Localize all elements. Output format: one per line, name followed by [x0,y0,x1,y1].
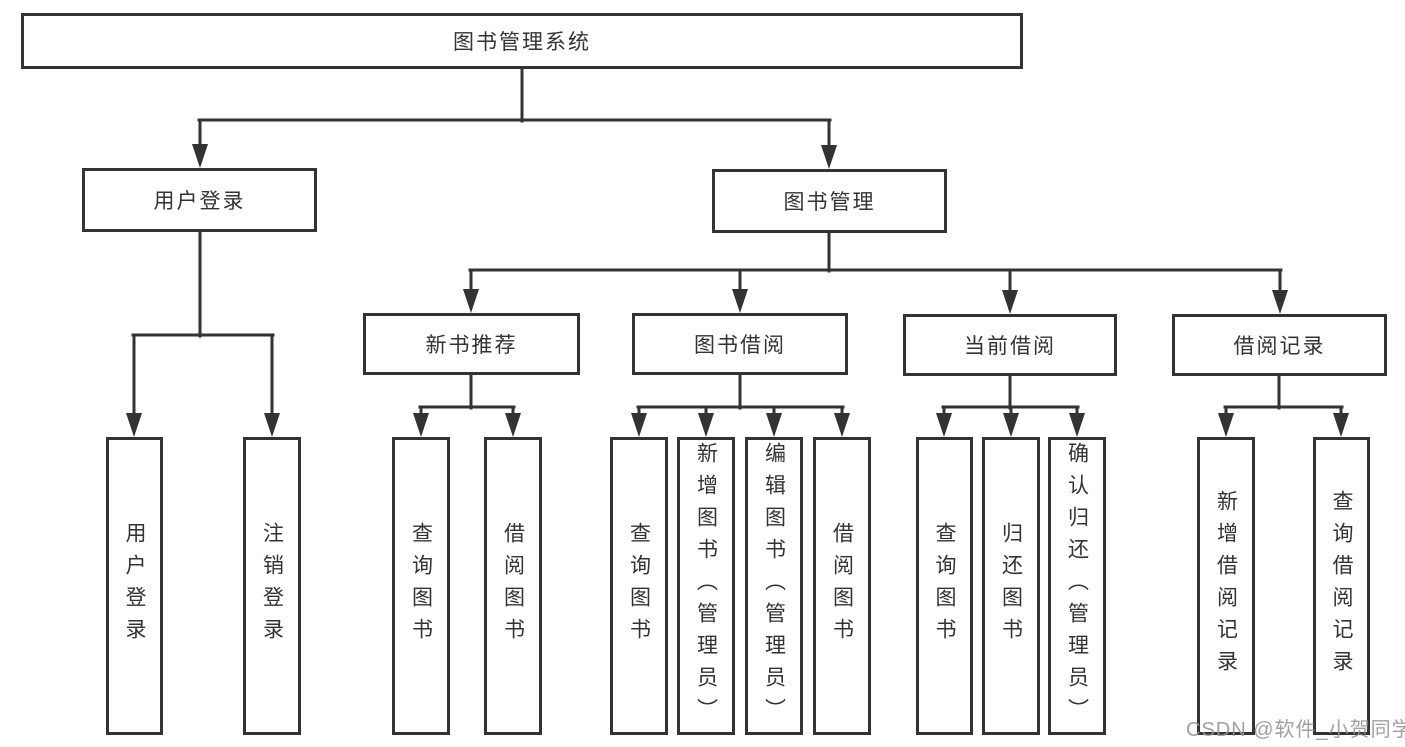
leaf-query-books-borrowing: 查询图书 [610,437,668,735]
node-book-borrowing: 图书借阅 [632,313,848,375]
node-book-borrowing-label: 图书借阅 [694,334,786,357]
arrowheads [126,144,1349,437]
node-borrowing-records-label: 借阅记录 [1233,335,1326,358]
node-current-borrowing: 当前借阅 [903,314,1117,376]
leaf-return-books: 归还图书 [982,437,1040,735]
node-new-book-recommendation-label: 新书推荐 [425,334,518,357]
leaf-edit-books-admin-label: 编辑图书（管理员） [762,442,786,730]
leaf-query-books-recommend: 查询图书 [392,437,450,735]
node-borrowing-records: 借阅记录 [1172,314,1387,376]
leaf-add-books-admin: 新增图书（管理员） [677,437,735,735]
node-user-login-label: 用户登录 [153,190,246,213]
node-book-management: 图书管理 [712,169,947,233]
leaf-query-borrow-record: 查询借阅记录 [1313,437,1370,735]
leaf-confirm-return-admin-label: 确认归还（管理员） [1065,442,1089,730]
leaf-borrow-books-borrowing: 借阅图书 [813,437,871,735]
leaf-logout: 注销登录 [243,437,301,735]
leaf-query-books-current: 查询图书 [916,437,973,735]
node-root-label: 图书管理系统 [453,31,591,54]
leaf-add-borrow-record: 新增借阅记录 [1197,437,1255,735]
leaf-query-books-recommend-label: 查询图书 [409,522,433,650]
leaf-query-books-current-label: 查询图书 [933,522,956,650]
node-root: 图书管理系统 [21,13,1023,69]
leaf-borrow-books-recommend: 借阅图书 [484,437,542,735]
leaf-confirm-return-admin: 确认归还（管理员） [1048,437,1106,735]
leaf-logout-label: 注销登录 [260,522,284,650]
leaf-query-borrow-record-label: 查询借阅记录 [1330,490,1353,682]
node-book-management-label: 图书管理 [783,191,876,214]
leaf-add-borrow-record-label: 新增借阅记录 [1214,490,1238,682]
leaf-add-books-admin-label: 新增图书（管理员） [694,442,718,730]
node-new-book-recommendation: 新书推荐 [363,313,580,375]
csdn-watermark: CSDN @软件_小贺同学 [1186,719,1405,741]
leaf-user-login: 用户登录 [106,437,163,735]
node-current-borrowing-label: 当前借阅 [964,335,1056,358]
leaf-return-books-label: 归还图书 [999,522,1023,650]
node-user-login: 用户登录 [82,168,317,232]
leaf-borrow-books-borrowing-label: 借阅图书 [830,522,854,650]
leaf-edit-books-admin: 编辑图书（管理员） [745,437,803,735]
leaf-user-login-label: 用户登录 [123,522,146,650]
leaf-query-books-borrowing-label: 查询图书 [627,522,651,650]
leaf-borrow-books-recommend-label: 借阅图书 [501,522,525,650]
